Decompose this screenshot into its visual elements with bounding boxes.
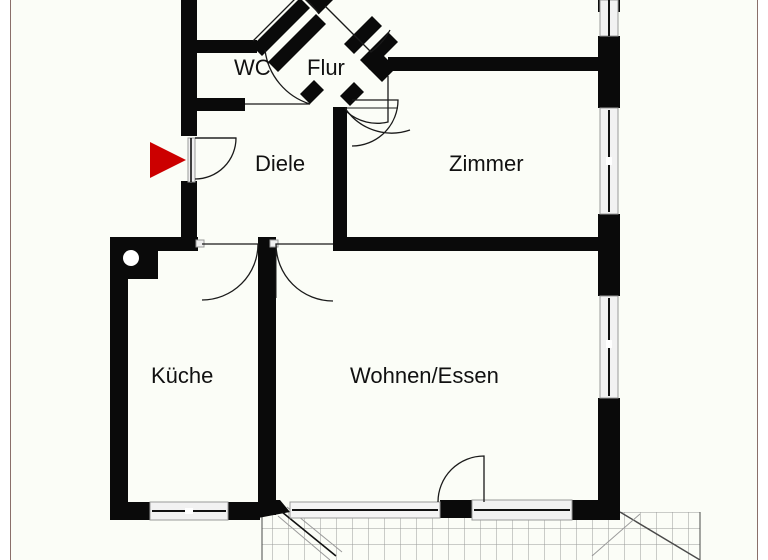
wall-upper-left (181, 0, 197, 40)
balcony-door (437, 455, 485, 503)
wall-left-diele-lower (181, 181, 197, 237)
wohnen-window-south (471, 499, 573, 521)
page-margin-left (0, 0, 10, 560)
wall-wohnen-south-right (572, 500, 620, 520)
wohnen-door (269, 239, 334, 302)
border-rule-left (10, 0, 11, 560)
room-label-flur: Flur (307, 55, 345, 80)
zimmer-window-east (599, 107, 619, 215)
flur-north-door (252, 0, 320, 42)
wall-east-2 (598, 36, 620, 108)
wall-east-4 (598, 398, 620, 512)
entrance-door (187, 137, 237, 183)
windows (149, 0, 641, 560)
wall-wc-top (197, 40, 257, 53)
wall-diele-bottom (333, 237, 611, 251)
wall-kueche-south-right (228, 502, 260, 520)
wall-corner-diagonal-sw (258, 500, 290, 518)
kueche-window-south (149, 501, 229, 521)
wall-kueche-east (258, 237, 276, 515)
room-label-diele: Diele (255, 151, 306, 176)
room-label-zimmer: Zimmer (449, 151, 524, 176)
walls (110, 0, 620, 520)
entrance-arrow-icon (150, 142, 186, 178)
room-label-wohnen-essen: Wohnen/Essen (350, 363, 499, 388)
door-swings (187, 0, 485, 503)
flur-south-door (351, 99, 399, 147)
page-margin-right (758, 0, 768, 560)
wall-zimmer-top (388, 57, 610, 71)
wall-upper-left-2 (181, 40, 197, 98)
wohnen-window-diagonal (591, 513, 641, 557)
wall-upper-left-3 (181, 98, 197, 136)
room-label-wc: WC (234, 55, 271, 80)
wall-kueche-west (110, 237, 128, 520)
wall-flur-diamond (252, 0, 398, 106)
wall-wc-bottom (197, 98, 245, 111)
wohnen-window-east (599, 295, 619, 399)
kueche-door (195, 239, 259, 301)
balcony-door-panel (289, 501, 441, 519)
wc-door (245, 49, 311, 105)
wall-east-3 (598, 214, 620, 296)
wall-balcony-jamb-left (440, 500, 472, 518)
kitchen-outlet-icon (123, 250, 139, 266)
plan-paper (11, 0, 757, 560)
border-rule-right (757, 0, 758, 560)
room-label-kueche: Küche (151, 363, 214, 388)
zimmer-window-north (599, 0, 619, 37)
wall-kueche-south-left (110, 502, 150, 520)
zimmer-door (344, 107, 411, 134)
wall-diele-zimmer (333, 107, 347, 237)
flur-northeast-door (324, 5, 391, 53)
